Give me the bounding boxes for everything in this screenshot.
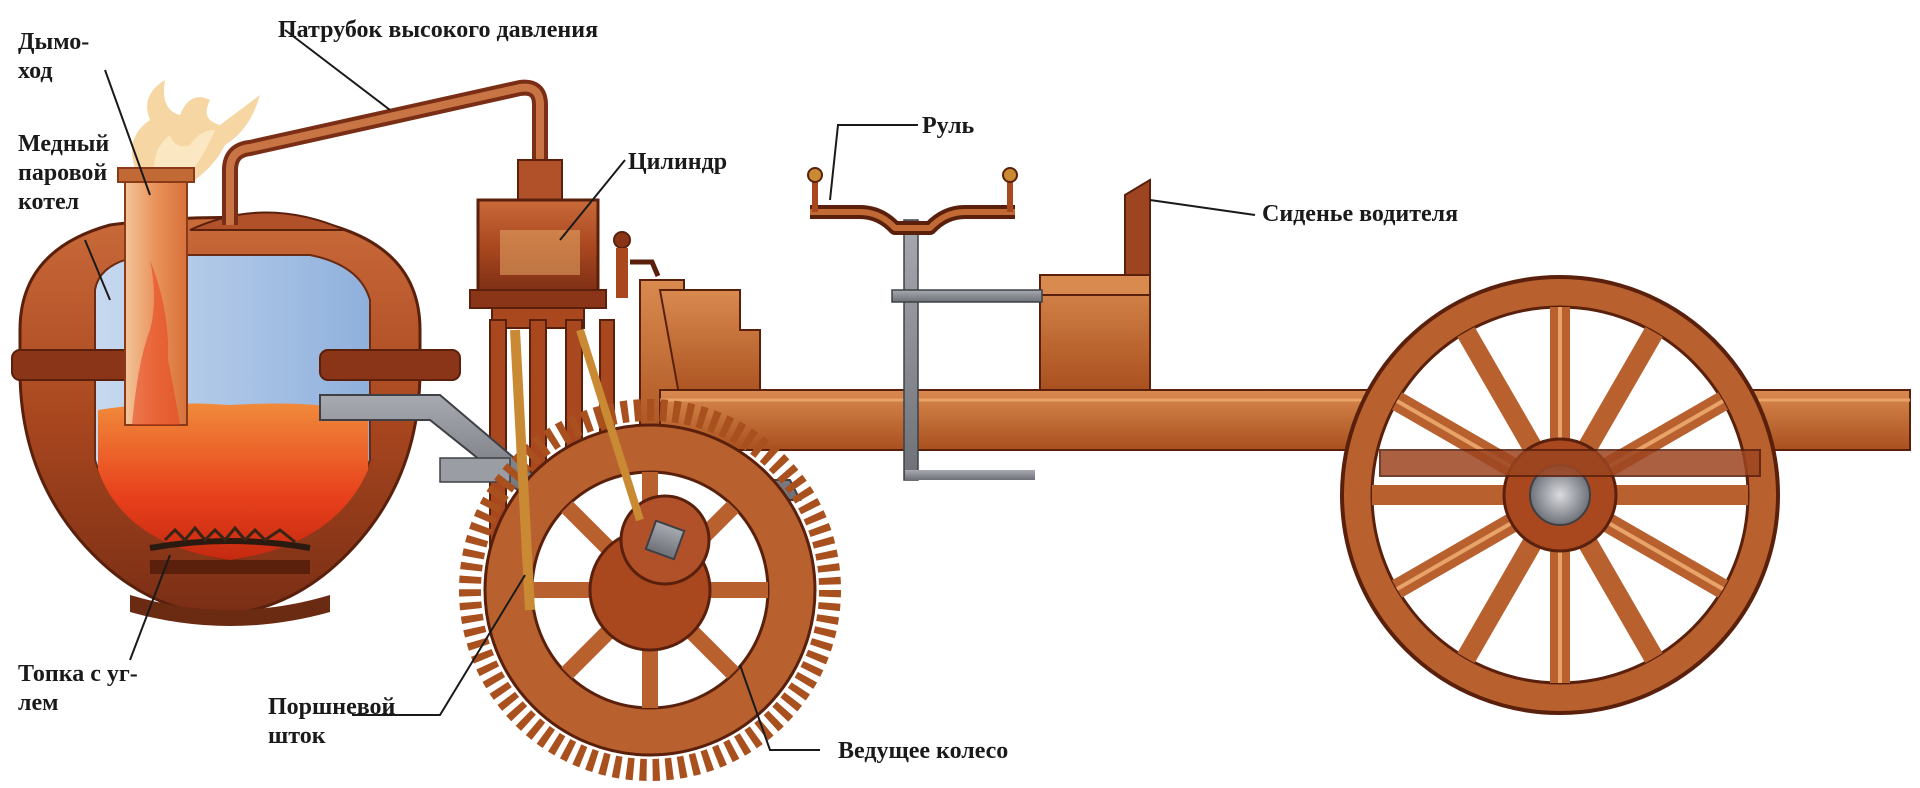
drive-wheel [459, 328, 841, 781]
label-steering: Руль [922, 113, 975, 139]
label-piston-rod-line-1: Поршневой [268, 694, 396, 720]
leader-driver-seat [1149, 199, 1256, 216]
label-firebox-line-1: Топка с уг- [18, 661, 138, 687]
label-chimney-line-1: Дымо- [18, 29, 90, 55]
label-piston-rod-line-2: шток [268, 723, 326, 749]
label-boiler: Медный паровой котел [18, 130, 109, 217]
leader-boiler [84, 239, 111, 301]
leader-lines [84, 29, 1256, 751]
label-drive-wheel: Ведущее колесо [838, 738, 1009, 764]
coal-bed [149, 525, 311, 551]
label-driver-seat: Сиденье водителя [1262, 201, 1459, 227]
chimney [117, 80, 260, 426]
leader-steering [829, 124, 918, 201]
label-chimney: Дымо- ход [18, 28, 89, 86]
label-firebox-line-2: лем [18, 690, 59, 716]
leader-high-pressure-pipe [284, 29, 391, 111]
label-piston-rod: Поршневой шток [268, 693, 395, 751]
steering-column [807, 167, 1043, 481]
leader-chimney [104, 69, 151, 196]
label-boiler-line-2: паровой [18, 160, 108, 186]
leader-drive-wheel [739, 664, 820, 751]
driver-seat [1039, 178, 1151, 391]
leader-piston-rod [352, 574, 526, 716]
label-chimney-line-2: ход [18, 58, 53, 84]
leader-firebox [129, 554, 171, 661]
steam-cylinder [469, 159, 661, 329]
high-pressure-pipe [222, 79, 548, 225]
label-boiler-line-1: Медный [18, 131, 110, 157]
label-boiler-line-3: котел [18, 189, 80, 215]
label-high-pressure-pipe: Патрубок высокого давления [278, 17, 599, 43]
label-cylinder: Цилиндр [628, 149, 728, 175]
rear-wheel [1340, 275, 1780, 715]
leader-cylinder [559, 159, 626, 241]
label-firebox: Топка с уг- лем [18, 660, 138, 718]
